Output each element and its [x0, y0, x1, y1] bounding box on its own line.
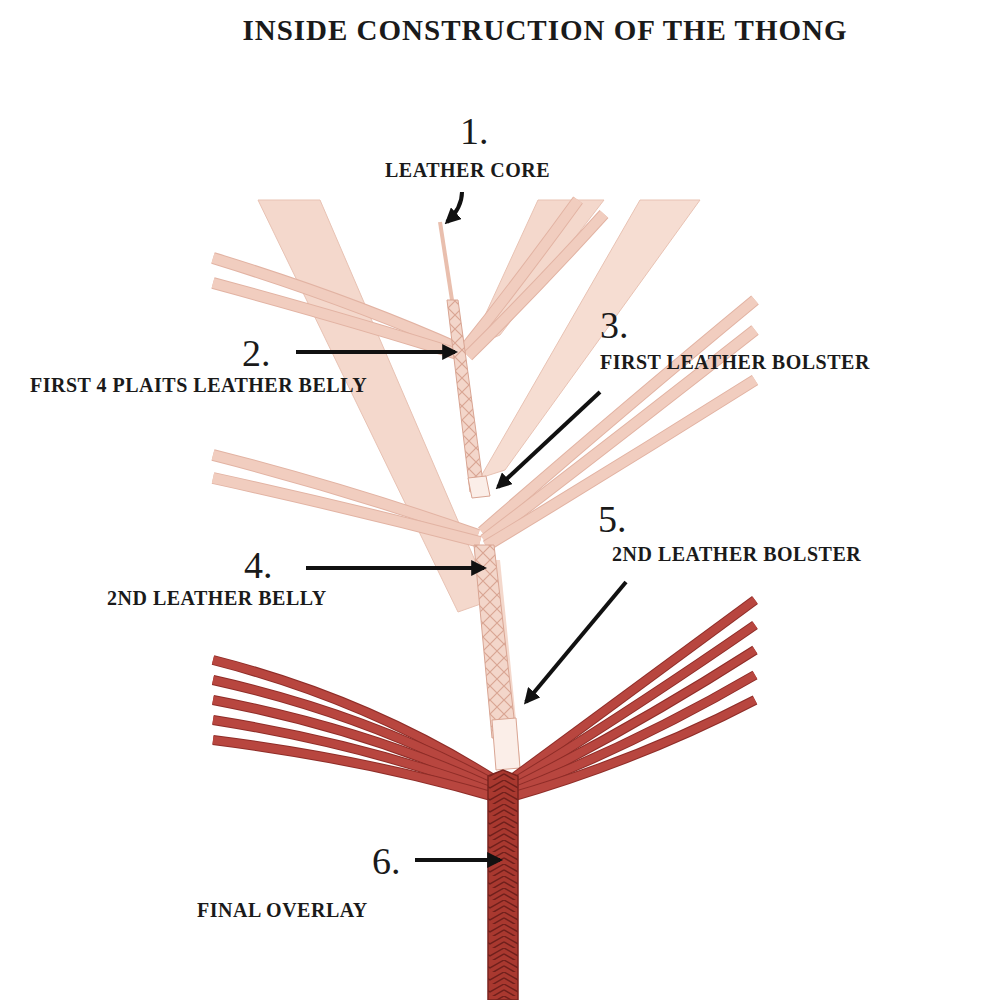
callout-number: 6. [372, 842, 401, 880]
leather-strip [482, 300, 755, 532]
overlay-strip [213, 740, 498, 798]
part-label: LEATHER CORE [385, 160, 550, 180]
second-bolster [492, 718, 520, 770]
part-label: FIRST LEATHER BOLSTER [600, 352, 870, 372]
leather-strip [213, 455, 478, 535]
overlay-strip [508, 625, 755, 786]
overlay-strip [508, 675, 755, 794]
first-bolster [468, 476, 490, 498]
leather-strip [464, 200, 578, 350]
final-overlay [488, 770, 518, 1000]
callout-number: 4. [244, 546, 273, 584]
leather-strip [213, 478, 480, 542]
callout-number: 2. [242, 334, 271, 372]
part-label: 2ND LEATHER BOLSTER [612, 544, 861, 564]
leader-arrow [415, 858, 500, 862]
overlay-strip [213, 740, 498, 798]
callout-number: 3. [600, 306, 629, 344]
overlay-strip [508, 700, 755, 798]
leader-arrow [306, 566, 484, 570]
leather-strip [213, 455, 478, 535]
leather-core [440, 222, 452, 300]
leather-strip [486, 380, 755, 546]
leader-arrow [447, 192, 462, 222]
part-label: 2ND LEATHER BELLY [107, 588, 327, 608]
leather-strip [468, 214, 604, 356]
overlay-strip [508, 625, 755, 786]
second-belly [474, 545, 516, 738]
part-label: FIRST 4 PLAITS LEATHER BELLY [30, 375, 367, 395]
callout-number: 1. [460, 112, 489, 150]
leader-arrow [296, 350, 455, 354]
overlay-strip [508, 700, 755, 798]
leather-strip [213, 478, 480, 542]
wide-strap [258, 200, 492, 612]
part-label: FINAL OVERLAY [197, 900, 368, 920]
overlay-strip [508, 675, 755, 794]
leather-strip [482, 300, 755, 532]
leather-strip [468, 214, 604, 356]
first-belly [447, 300, 484, 492]
leader-arrow [526, 582, 626, 702]
callout-number: 5. [598, 500, 627, 538]
leader-arrow [498, 392, 600, 487]
leather-strip [486, 380, 755, 546]
leather-strip [464, 200, 578, 350]
diagram-title: INSIDE CONSTRUCTION OF THE THONG [0, 16, 1000, 45]
